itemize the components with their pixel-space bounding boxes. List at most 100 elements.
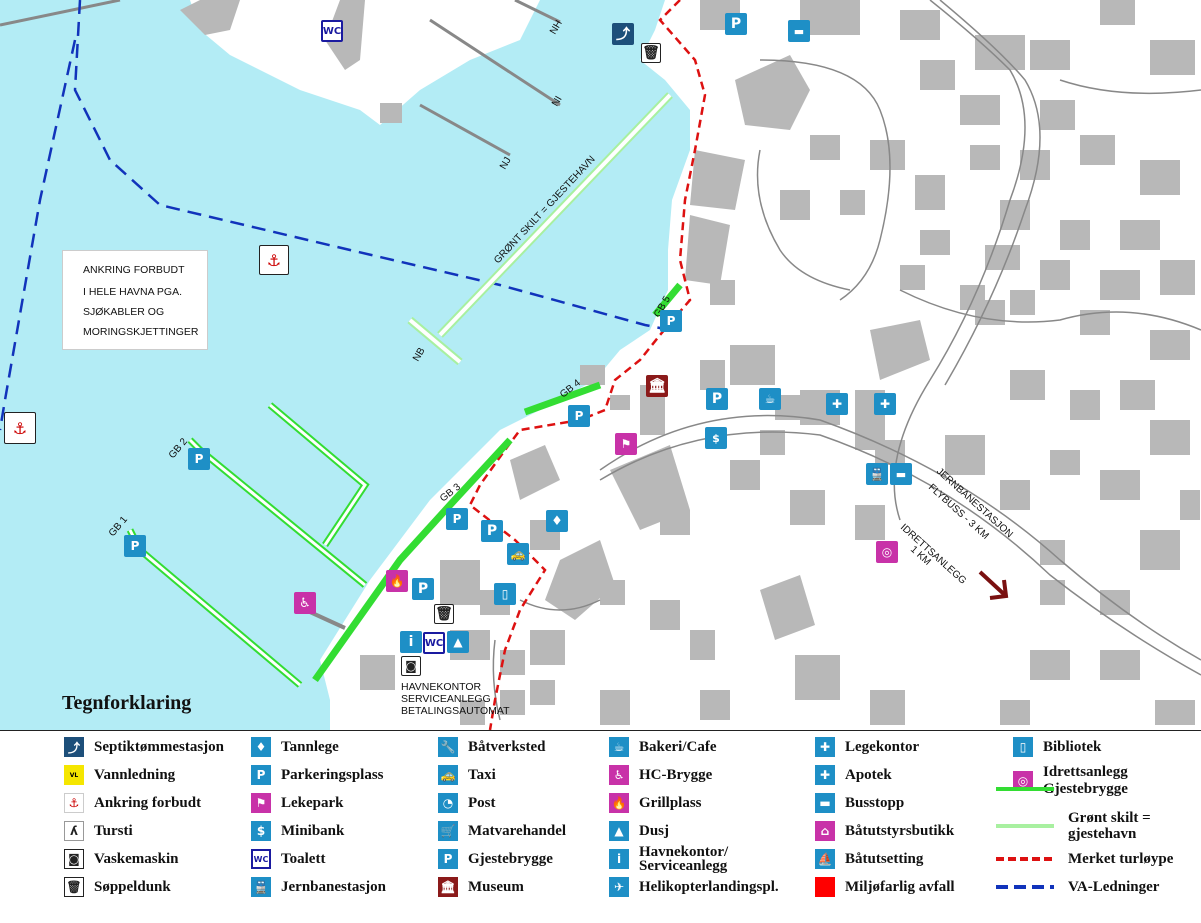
taxi-icon: 🚕 — [438, 765, 458, 785]
legend-item: ✈Helikopterlandingspl. — [609, 875, 779, 899]
legend-item: ⛵Båtutsetting — [815, 847, 923, 871]
septic-icon: ⤴ — [612, 23, 634, 45]
sports-icon: ◎ — [876, 541, 898, 563]
legend-item: ✚Apotek — [815, 763, 892, 787]
legend-item: ▬Busstopp — [815, 791, 904, 815]
guest-dock-icon: P — [446, 508, 468, 530]
anchor-prohibited-icon: ⚓ — [64, 793, 84, 813]
legend-title: Tegnforklaring — [62, 692, 192, 714]
shower-icon: ▲ — [447, 631, 469, 653]
fire-icon: 🔥 — [609, 793, 629, 813]
office-line: SERVICEANLEGG — [401, 693, 491, 705]
train-icon: 🚆 — [251, 877, 271, 897]
atm-icon: $ — [251, 821, 271, 841]
harbor-office-label: HAVNEKONTOR SERVICEANLEGG BETALINGSAUTOM… — [401, 681, 510, 717]
guest-dock-icon: P — [660, 310, 682, 332]
museum-icon: 🏛 — [438, 877, 458, 897]
legend-item: ◙Vaskemaskin — [64, 847, 178, 871]
guest-dock-icon: P — [188, 448, 210, 470]
pier-label-nj: NJ — [498, 155, 514, 171]
notice-line: SJØKABLER OG — [83, 306, 165, 318]
washing-machine-icon: ◙ — [401, 656, 421, 676]
helicopter-icon: ✈ — [609, 877, 629, 897]
toilet-icon: WC — [251, 849, 271, 869]
legend-item: Merket turløype — [996, 847, 1173, 871]
parking-icon: P — [481, 520, 503, 542]
shower-icon: ▲ — [609, 821, 629, 841]
playground-icon: ⚑ — [251, 793, 271, 813]
info-icon: i — [609, 849, 629, 869]
museum-icon: 🏛 — [646, 375, 668, 397]
legend-item: $Minibank — [251, 819, 344, 843]
washing-machine-icon: ◙ — [64, 849, 84, 869]
water-pipe-sign: VL — [64, 765, 84, 785]
boat-shop-icon: ⌂ — [815, 821, 835, 841]
legend-item: ▲Dusj — [609, 819, 669, 843]
legend-item: 🗑Søppeldunk — [64, 875, 171, 899]
bus-icon: ▬ — [788, 20, 810, 42]
guest-dock-line — [996, 787, 1054, 791]
tooth-icon: ♦ — [546, 510, 568, 532]
tooth-icon: ♦ — [251, 737, 271, 757]
trash-bin-icon: 🗑 — [64, 877, 84, 897]
notice-line: I HELE HAVNA PGA. — [83, 286, 183, 298]
pharmacy-icon: ✚ — [874, 393, 896, 415]
cafe-icon: ☕ — [609, 737, 629, 757]
va-line — [996, 885, 1054, 889]
harbor-water — [0, 0, 690, 730]
legend-item: ☕Bakeri/Cafe — [609, 735, 716, 759]
parking-icon: P — [412, 578, 434, 600]
anchor-prohibited-icon: ⚓ — [259, 245, 289, 275]
post-horn-icon: ◔ — [438, 793, 458, 813]
notice-line: MORINGSKJETTINGER — [83, 326, 199, 338]
legend-item: ◎Idrettsanlegg Gjestebrygge — [1013, 764, 1128, 798]
boat-launch-icon: ⛵ — [815, 849, 835, 869]
legend-item: 🚕Taxi — [438, 763, 496, 787]
legend-item: Miljøfarlig avfall — [815, 875, 955, 899]
legend-item: 🏛Museum — [438, 875, 524, 899]
legend-item: ⌂Båtutstyrsbutikk — [815, 819, 954, 843]
trail-line — [996, 857, 1054, 861]
library-icon: ▯ — [494, 583, 516, 605]
pharmacy-icon: ✚ — [815, 765, 835, 785]
playground-icon: ⚑ — [615, 433, 637, 455]
legend-item: 🛒Matvarehandel — [438, 819, 566, 843]
legend-item-dock-line — [996, 779, 1068, 799]
info-icon: i — [400, 631, 422, 653]
anchor-prohibited-icon: ⚓ — [4, 412, 36, 444]
fire-icon: 🔥 — [386, 570, 408, 592]
legend-item: Grønt skilt = gjestehavn — [996, 809, 1151, 843]
legend-item: ◔Post — [438, 791, 496, 815]
anchoring-notice: ANKRING FORBUDT I HELE HAVNA PGA. SJØKAB… — [62, 250, 208, 350]
parking-icon: P — [725, 13, 747, 35]
legend-item: ⚓Ankring forbudt — [64, 791, 201, 815]
legend-item: ⚑Lekepark — [251, 791, 344, 815]
legend-item: 🚆Jernbanestasjon — [251, 875, 386, 899]
parking-icon: P — [251, 765, 271, 785]
sports-icon: ◎ — [1013, 771, 1033, 791]
wrench-icon: 🔧 — [438, 737, 458, 757]
trash-bin-icon: 🗑 — [641, 43, 661, 63]
taxi-icon: 🚕 — [507, 543, 529, 565]
office-line: HAVNEKONTOR — [401, 681, 482, 693]
toilet-icon: WC — [423, 632, 445, 654]
doctor-icon: ✚ — [826, 393, 848, 415]
trash-bin-icon: 🗑 — [434, 604, 454, 624]
doctor-icon: ✚ — [815, 737, 835, 757]
library-icon: ▯ — [1013, 737, 1033, 757]
legend-item: 🔥Grillplass — [609, 791, 702, 815]
legend-item: ✚Legekontor — [815, 735, 919, 759]
pier-label-ni: NI — [550, 94, 565, 108]
atm-icon: $ — [705, 427, 727, 449]
guest-dock-icon: P — [124, 535, 146, 557]
bus-icon: ▬ — [890, 463, 912, 485]
shopping-cart-icon: 🛒 — [438, 821, 458, 841]
guest-dock-icon: P — [438, 849, 458, 869]
